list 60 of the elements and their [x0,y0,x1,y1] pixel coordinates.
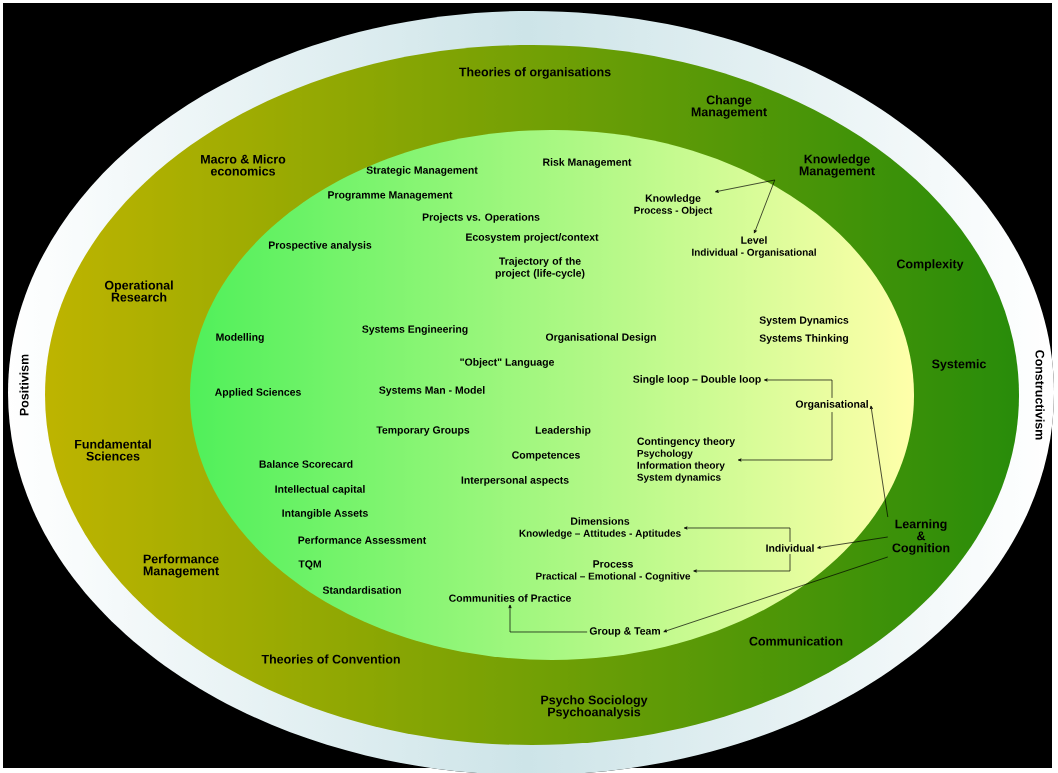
topic-text: Single loop – Double loop [633,375,761,385]
arrow [869,405,889,518]
topic-text: Theories of organisations [459,67,611,79]
topic-text: Theories of Convention [261,654,400,664]
arrow [737,411,833,462]
topic-text: Group & Team [589,627,660,637]
topic-text: Psycho Sociology Psychoanalysis [541,695,648,719]
arrow [663,556,889,633]
topic-text: Risk Management [543,158,632,168]
topic-text: Ecosystem project/context [466,233,599,243]
topic-text: Competences [512,451,580,461]
topic-text: Organisational Design [545,333,656,343]
topic-text: Operational Research [104,280,173,302]
topic-text: Systems Man - Model [379,386,485,396]
topic-text: Performance Assessment [298,536,427,544]
topic-text: Programme Management [328,191,453,201]
topic-text: Dimensions Knowledge – Attitudes - Aptitudes [519,517,681,539]
topic-text: Fundamental Sciences [75,439,151,461]
topic-text: Organisational [795,400,868,410]
topic-text: Temporary Groups [376,426,470,436]
arrow [753,179,776,234]
arrow [715,179,776,193]
topic-text: Communication [749,636,843,646]
topic-text: Balance Scorecard [259,460,353,468]
arrow [817,536,889,549]
topic-text: Interpersonal aspects [461,476,569,486]
arrow [693,553,791,573]
topic-text: Leadership [535,426,591,436]
topic-text: Positivism [19,354,29,416]
topic-text: Systems Engineering [362,325,468,335]
arrow [683,526,791,543]
topic-text: Strategic Management [366,166,478,176]
topic-text: Change Management [691,95,767,119]
topic-text: Trajectory of the project (life-cycle) [495,257,585,279]
topic-text: Complexity [896,259,964,271]
topic-text: Learning & Cognition [892,519,950,555]
topic-text: Constructivism [1035,350,1045,440]
topic-text: Process Practical – Emotional - Cognitive [536,560,691,582]
topic-text: "Object" Language [460,358,555,368]
topic-text: Performance Management [143,554,219,578]
topic-text: Standardisation [322,586,401,594]
topic-text: Projects vs. Operations [422,213,540,223]
topic-text: Individual [766,544,814,552]
topic-text: Knowledge Management [799,154,875,178]
topic-text: Intangible Assets [282,509,368,519]
topic-text: Intellectual capital [275,485,365,495]
topic-text: TQM [298,560,321,570]
topic-text: Contingency theory Psychology Information theory System dynamics [637,437,736,483]
topic-text: System Dynamics [759,316,849,326]
topic-text: Systems Thinking [759,334,849,344]
arrow [764,378,833,399]
topic-text: Macro & Micro economics [201,154,286,176]
topic-text: Applied Sciences [214,388,301,398]
topic-text: Communities of Practice [449,594,571,602]
topic-text: Knowledge Process - Object [634,194,713,216]
topic-text: Modelling [216,333,264,343]
arrow [508,604,588,633]
topic-text: Level Individual - Organisational [692,236,816,258]
topic-text: Systemic [932,359,986,371]
topic-text: Prospective analysis [268,241,372,251]
